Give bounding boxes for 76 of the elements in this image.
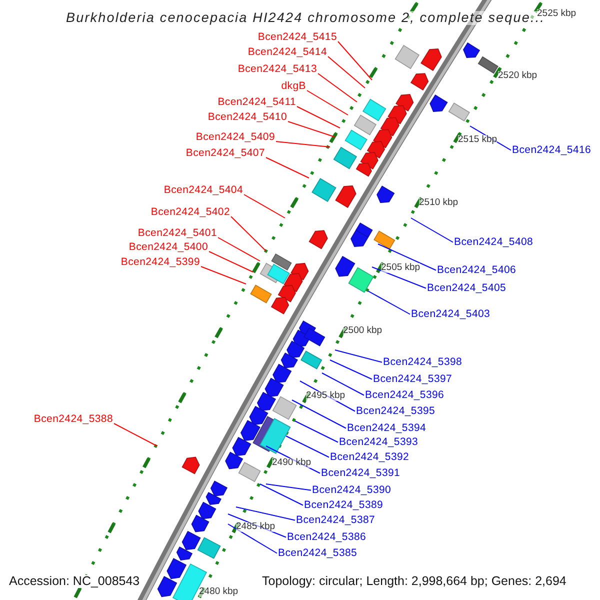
gene-label: Bcen2424_5396	[365, 390, 444, 400]
gene-label: Bcen2424_5407	[186, 148, 265, 158]
leader-line	[266, 157, 310, 178]
gene-label: Bcen2424_5389	[304, 500, 384, 510]
scale-label: 2515 kbp	[458, 135, 498, 144]
scale-label: 2500 kbp	[343, 326, 382, 336]
scale-label: 2495 kbp	[306, 391, 346, 400]
map-info-text: Accession: NC_008543	[9, 575, 140, 588]
gene-label: Bcen2424_5403	[411, 309, 490, 320]
leader-line	[114, 423, 158, 446]
scale-label: 2510 kbp	[419, 198, 458, 208]
gene-label: Bcen2424_5416	[512, 145, 592, 156]
leader-line	[306, 90, 348, 116]
gene-label: Bcen2424_5397	[373, 374, 452, 384]
leader-line	[208, 251, 254, 272]
leader-line	[236, 506, 296, 521]
gene-label: Bcen2424_5408	[454, 237, 534, 248]
leader-line	[338, 41, 372, 80]
gene-label: Bcen2424_5406	[437, 265, 516, 276]
gene-label: Bcen2424_5395	[356, 406, 436, 416]
gene-label: Bcen2424_5391	[321, 468, 400, 478]
leader-line	[334, 350, 382, 363]
gene-label: Bcen2424_5401	[138, 228, 217, 238]
scale-label: 2525 kbp	[537, 9, 576, 18]
leader-line	[372, 266, 426, 289]
leader-line	[292, 400, 346, 429]
leader-line	[328, 56, 366, 88]
leader-line	[318, 73, 358, 102]
gene-label: Bcen2424_5413	[238, 64, 317, 74]
leader-line	[294, 420, 338, 443]
gene-label: Bcen2424_5399	[120, 257, 200, 268]
leader-line	[410, 218, 454, 243]
gene-label: Bcen2424_5394	[347, 423, 426, 434]
leader-line	[230, 216, 266, 252]
scale-label: 2490 kbp	[272, 458, 312, 468]
leader-line	[470, 126, 512, 151]
gene-label: Bcen2424_5409	[196, 132, 275, 142]
gene-label: Bcen2424_5402	[150, 207, 230, 218]
leader-line	[288, 121, 336, 138]
leader-line	[200, 266, 246, 284]
gene-label: Bcen2424_5392	[330, 452, 410, 462]
leader-line	[260, 484, 304, 506]
leader-line	[276, 141, 330, 148]
gene-label: Bcen2424_5410	[208, 112, 287, 122]
leader-line	[228, 514, 286, 538]
leader-line	[266, 446, 320, 474]
leader-line	[286, 436, 330, 458]
gene-label: Bcen2424_5386	[287, 532, 366, 542]
gene-label: Bcen2424_5388	[34, 414, 113, 424]
gene-label: Bcen2424_5398	[383, 357, 462, 368]
gene-label: Bcen2424_5415	[258, 32, 337, 42]
leader-line	[244, 194, 286, 218]
map-info-text: Topology: circular; Length: 2,998,664 bp; Genes: 2,694	[262, 575, 566, 588]
gene-label: Bcen2424_5390	[312, 485, 392, 496]
leader-line	[330, 360, 372, 380]
gene-label: Bcen2424_5387	[296, 515, 376, 526]
leader-line	[300, 380, 356, 412]
gene-label: Bcen2424_5411	[218, 97, 296, 108]
leader-line	[266, 484, 312, 491]
gene-label: Bcen2424_5404	[164, 185, 243, 196]
gene-label: Bcen2424_5400	[128, 242, 208, 252]
leader-line	[228, 524, 278, 554]
scale-label: 2520 kbp	[498, 71, 538, 80]
gene-label: Bcen2424_5405	[427, 283, 506, 294]
leader-line	[322, 372, 364, 396]
leader-line	[368, 290, 410, 315]
scale-label: 2485 kbp	[236, 522, 276, 532]
gene-label: Bcen2424_5385	[278, 548, 358, 558]
scale-label: 2505 kbp	[381, 263, 420, 272]
leader-line	[296, 106, 340, 128]
scale-label: 2480 kbp	[199, 587, 238, 596]
leader-line	[218, 237, 260, 262]
gene-label: dkgB	[281, 81, 306, 92]
gene-label: Bcen2424_5414	[248, 47, 327, 58]
leader-line	[378, 244, 436, 271]
gene-label: Bcen2424_5393	[339, 437, 418, 448]
